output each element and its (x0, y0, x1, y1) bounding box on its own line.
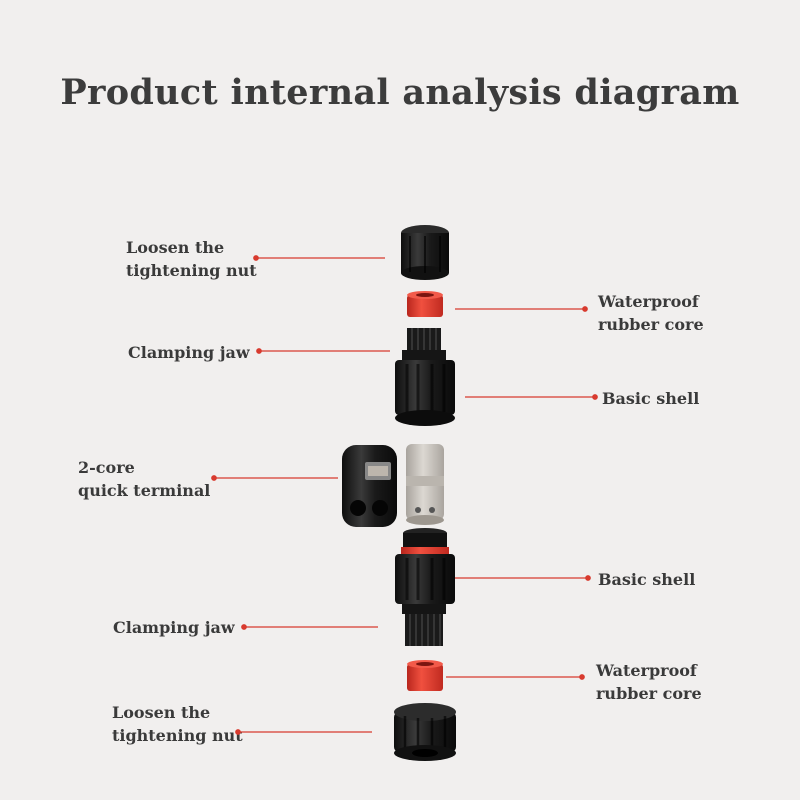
tightening-nut-bottom (394, 703, 456, 761)
basic-shell-bottom (395, 528, 455, 604)
leader-lines (212, 256, 597, 734)
rubber-core-bottom (407, 660, 443, 691)
basic-shell-top (395, 360, 455, 426)
clamping-jaw-top (402, 328, 446, 360)
rubber-core-top (407, 291, 443, 317)
quick-terminal-gray (406, 444, 444, 525)
tightening-nut-top (401, 225, 449, 280)
quick-terminal-black (342, 445, 397, 527)
clamping-jaw-bottom (402, 604, 446, 646)
